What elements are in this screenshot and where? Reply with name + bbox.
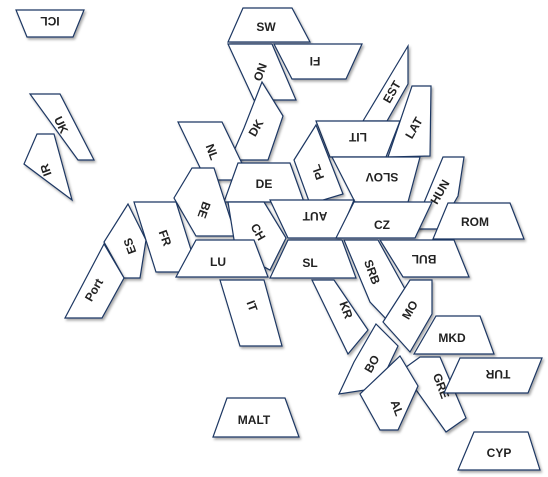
tile-slov[interactable]: SLOV xyxy=(331,156,421,203)
label-sw: SW xyxy=(256,20,276,34)
tile-lat[interactable]: LAT xyxy=(387,85,432,158)
tile-icl[interactable]: ICL xyxy=(15,9,85,38)
label-fi: FI xyxy=(310,54,321,68)
label-tur: TUR xyxy=(485,367,510,381)
tile-cz[interactable]: CZ xyxy=(335,201,433,239)
label-bul: BUL xyxy=(412,252,437,266)
label-cz: CZ xyxy=(374,218,390,232)
tile-malt[interactable]: MALT xyxy=(212,397,300,438)
tile-it[interactable]: IT xyxy=(219,279,283,347)
label-es: ES xyxy=(121,236,140,256)
label-pl: PL xyxy=(309,162,327,181)
tile-tur[interactable]: TUR xyxy=(443,357,543,394)
tile-rom[interactable]: ROM xyxy=(432,202,525,240)
label-no: NO xyxy=(250,61,269,83)
tile-kr[interactable]: KR xyxy=(311,279,369,356)
label-fr: FR xyxy=(156,228,175,248)
label-kr: KR xyxy=(336,299,355,320)
tile-dk[interactable]: DK xyxy=(229,80,284,161)
tile-ir[interactable]: IR xyxy=(23,133,74,202)
tile-sw[interactable]: SW xyxy=(227,7,311,43)
tile-mo[interactable]: MO xyxy=(382,279,433,354)
tile-lit[interactable]: LIT xyxy=(315,120,401,158)
tile-lu[interactable]: LU xyxy=(174,239,269,278)
tile-no[interactable]: NO xyxy=(227,43,297,101)
tile-port[interactable]: Port xyxy=(64,242,125,319)
label-be: BE xyxy=(195,200,214,220)
tile-de[interactable]: DE xyxy=(223,162,305,203)
label-icl: ICL xyxy=(40,14,59,28)
tile-cyp[interactable]: CYP xyxy=(457,431,541,471)
tile-be[interactable]: BE xyxy=(173,167,237,237)
tile-uk[interactable]: UK xyxy=(28,93,95,161)
label-aut: AUT xyxy=(302,209,327,223)
tile-mkd[interactable]: MKD xyxy=(412,315,495,355)
tile-bul[interactable]: BUL xyxy=(378,239,470,278)
tile-al[interactable]: AL xyxy=(359,355,419,431)
label-ir: IR xyxy=(37,162,54,178)
tile-es[interactable]: ES xyxy=(103,202,147,279)
label-rom: ROM xyxy=(461,215,489,229)
tile-sl[interactable]: SL xyxy=(269,239,357,279)
label-cyp: CYP xyxy=(487,446,512,460)
label-lit: LIT xyxy=(348,130,367,144)
label-uk: UK xyxy=(51,114,71,136)
tile-fi[interactable]: FI xyxy=(273,43,363,80)
label-lu: LU xyxy=(210,255,226,269)
label-de: DE xyxy=(256,177,273,191)
label-slov: SLOV xyxy=(366,170,399,184)
label-sl: SL xyxy=(302,256,317,270)
label-nl: NL xyxy=(203,142,222,162)
tile-pl[interactable]: PL xyxy=(293,123,344,205)
label-al: AL xyxy=(388,398,407,418)
tile-est[interactable]: EST xyxy=(361,43,409,122)
label-malt: MALT xyxy=(238,413,271,427)
label-mkd: MKD xyxy=(438,331,466,345)
